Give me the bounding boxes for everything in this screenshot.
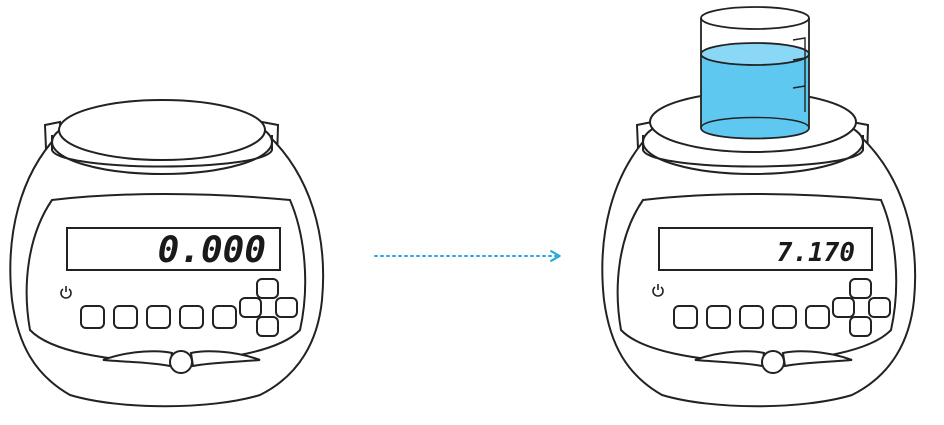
display-window	[66, 227, 281, 271]
display-reading: 0.000	[158, 230, 266, 271]
beaker-graduation	[792, 37, 806, 112]
function-button-2[interactable]	[113, 305, 138, 329]
function-button-5[interactable]	[805, 305, 830, 329]
dpad-up-button[interactable]	[849, 278, 872, 299]
weighing-pan-side	[642, 135, 864, 168]
dpad-right-button[interactable]	[275, 297, 298, 318]
function-button-4[interactable]	[179, 305, 204, 329]
power-icon[interactable]	[652, 284, 664, 297]
beaker-base-inner	[700, 116, 810, 129]
function-button-1[interactable]	[80, 305, 105, 329]
dpad-up-button[interactable]	[256, 278, 279, 299]
function-button-1[interactable]	[673, 305, 698, 329]
beaker	[700, 6, 810, 140]
dpad-down-button[interactable]	[849, 316, 872, 337]
display-reading: 7.170	[777, 238, 855, 268]
power-icon[interactable]	[60, 286, 72, 299]
beaker-liquid	[701, 54, 809, 139]
function-button-4[interactable]	[772, 305, 797, 329]
level-bubble-button[interactable]	[169, 350, 193, 374]
function-button-3[interactable]	[739, 305, 764, 329]
weighing-pan	[58, 99, 266, 161]
level-bubble-button[interactable]	[761, 350, 785, 374]
beaker-rim	[700, 6, 810, 30]
dpad-left-button[interactable]	[239, 297, 262, 318]
dpad-left-button[interactable]	[832, 297, 855, 318]
function-button-2[interactable]	[706, 305, 731, 329]
function-button-5[interactable]	[212, 305, 237, 329]
weighing-pan-side	[51, 135, 273, 168]
beaker-base	[700, 127, 810, 140]
scale-before: 0.000	[9, 99, 325, 408]
function-button-3[interactable]	[146, 305, 171, 329]
scale-after: 7.170	[601, 6, 917, 408]
dpad-right-button[interactable]	[868, 297, 891, 318]
display-window	[658, 227, 873, 271]
dpad-down-button[interactable]	[256, 316, 279, 337]
beaker-liquid-surface	[700, 42, 810, 66]
